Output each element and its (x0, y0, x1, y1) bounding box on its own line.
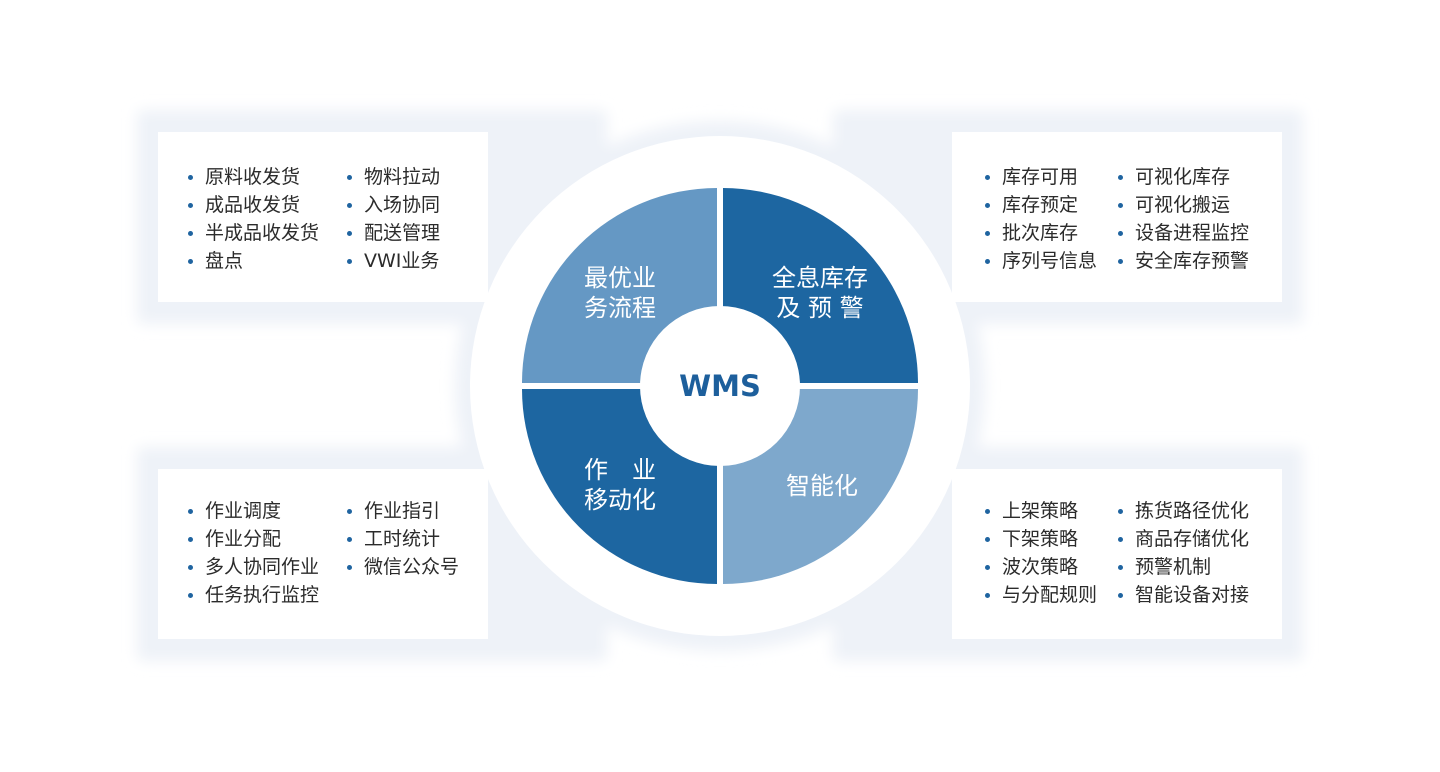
segment-label-line: 及 预 警 (776, 294, 864, 322)
list-item: 原料收发货 (188, 163, 319, 191)
segment-label-line: 智能化 (786, 472, 858, 500)
list-item: 作业指引 (347, 497, 459, 525)
list-item: 设备进程监控 (1118, 219, 1249, 247)
list-item: 批次库存 (985, 219, 1097, 247)
list-item: 与分配规则 (985, 581, 1097, 609)
list-item: 下架策略 (985, 525, 1097, 553)
panel-bottom-right: 上架策略 下架策略 波次策略 与分配规则 拣货路径优化 商品存储优化 预警机制 … (952, 469, 1282, 639)
center-disc (640, 306, 800, 466)
segment-label-top-left: 最优业 务流程 (560, 263, 680, 323)
panel-bottom-left-col1: 作业调度 作业分配 多人协同作业 任务执行监控 (188, 497, 319, 609)
list-item: 预警机制 (1118, 553, 1249, 581)
panel-bottom-left: 作业调度 作业分配 多人协同作业 任务执行监控 作业指引 工时统计 微信公众号 (158, 469, 488, 639)
segment-label-bottom-right: 智能化 (762, 471, 882, 501)
segment-label-line: 务流程 (584, 294, 656, 322)
list-item: 成品收发货 (188, 191, 319, 219)
list-item: 库存可用 (985, 163, 1097, 191)
panel-top-left-col2: 物料拉动 入场协同 配送管理 VWI业务 (347, 163, 440, 275)
list-item: 多人协同作业 (188, 553, 319, 581)
segment-label-line: 全息库存 (772, 264, 868, 292)
panel-top-right: 库存可用 库存预定 批次库存 序列号信息 可视化库存 可视化搬运 设备进程监控 … (952, 132, 1282, 302)
panel-top-right-col1: 库存可用 库存预定 批次库存 序列号信息 (985, 163, 1097, 275)
list-item: 微信公众号 (347, 553, 459, 581)
segment-label-top-right: 全息库存 及 预 警 (755, 263, 885, 323)
list-item: 任务执行监控 (188, 581, 319, 609)
panel-top-right-col2: 可视化库存 可视化搬运 设备进程监控 安全库存预警 (1118, 163, 1249, 275)
list-item: 序列号信息 (985, 247, 1097, 275)
panel-top-left-col1: 原料收发货 成品收发货 半成品收发货 盘点 (188, 163, 319, 275)
segment-label-line: 作 业 (584, 456, 656, 484)
list-item: 商品存储优化 (1118, 525, 1249, 553)
list-item: 波次策略 (985, 553, 1097, 581)
center-label: WMS (679, 369, 761, 403)
list-item: 入场协同 (347, 191, 440, 219)
list-item: 盘点 (188, 247, 319, 275)
segment-label-line: 移动化 (584, 486, 656, 514)
list-item: VWI业务 (347, 247, 440, 275)
list-item: 作业分配 (188, 525, 319, 553)
list-item: 工时统计 (347, 525, 459, 553)
list-item: 作业调度 (188, 497, 319, 525)
list-item: 配送管理 (347, 219, 440, 247)
list-item: 拣货路径优化 (1118, 497, 1249, 525)
segment-label-line: 最优业 (584, 264, 656, 292)
panel-bottom-left-col2: 作业指引 工时统计 微信公众号 (347, 497, 459, 581)
list-item: 智能设备对接 (1118, 581, 1249, 609)
list-item: 物料拉动 (347, 163, 440, 191)
panel-bottom-right-col2: 拣货路径优化 商品存储优化 预警机制 智能设备对接 (1118, 497, 1249, 609)
panel-top-left: 原料收发货 成品收发货 半成品收发货 盘点 物料拉动 入场协同 配送管理 VWI… (158, 132, 488, 302)
panel-bottom-right-col1: 上架策略 下架策略 波次策略 与分配规则 (985, 497, 1097, 609)
list-item: 可视化库存 (1118, 163, 1249, 191)
list-item: 可视化搬运 (1118, 191, 1249, 219)
list-item: 库存预定 (985, 191, 1097, 219)
list-item: 半成品收发货 (188, 219, 319, 247)
list-item: 安全库存预警 (1118, 247, 1249, 275)
segment-label-bottom-left: 作 业 移动化 (560, 455, 680, 515)
list-item: 上架策略 (985, 497, 1097, 525)
